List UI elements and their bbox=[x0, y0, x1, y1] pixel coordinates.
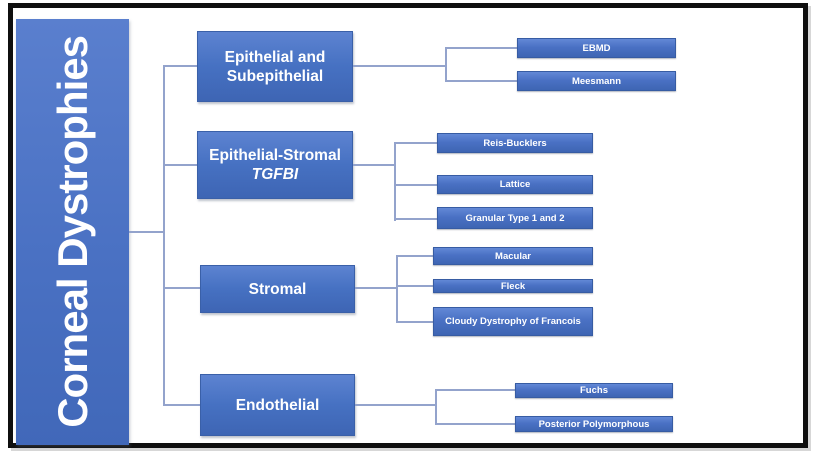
connector-to-posterior-polymorphous bbox=[435, 423, 515, 425]
connector-to-lattice bbox=[394, 184, 437, 186]
connector-trunk-to-category-3 bbox=[163, 287, 201, 289]
child-node-label: Reis-Bucklers bbox=[483, 137, 547, 149]
category-label-line1: Endothelial bbox=[235, 396, 320, 414]
child-node-cloudy-dystrophy-of-francois: Cloudy Dystrophy of Francois bbox=[433, 307, 593, 336]
child-node-reis-bucklers: Reis-Bucklers bbox=[437, 133, 593, 153]
connector-to-granular bbox=[394, 218, 437, 220]
child-node-fleck: Fleck bbox=[433, 279, 593, 293]
child-node-posterior-polymorphous: Posterior Polymorphous bbox=[515, 416, 673, 432]
connector-trunk-vertical bbox=[163, 65, 165, 406]
connector-trunk-to-category-1 bbox=[163, 65, 198, 67]
category-label-line1: Stromal bbox=[248, 280, 307, 298]
child-node-label: Posterior Polymorphous bbox=[538, 418, 650, 430]
child-node-ebmd: EBMD bbox=[517, 38, 676, 58]
connector-root-to-trunk bbox=[129, 231, 165, 233]
category-label-line1: Epithelial-Stromal bbox=[209, 147, 341, 164]
category-label-line2: TGFBI bbox=[251, 166, 299, 183]
connector-category-4-branch bbox=[355, 404, 437, 406]
connector-to-macular bbox=[396, 255, 433, 257]
child-node-macular: Macular bbox=[433, 247, 593, 265]
root-node-corneal-dystrophies: Corneal Dystrophies bbox=[16, 19, 129, 445]
child-node-fuchs: Fuchs bbox=[515, 383, 673, 398]
child-node-label: Meesmann bbox=[571, 75, 622, 87]
child-node-label: Macular bbox=[495, 250, 531, 262]
connector-category-1-branch bbox=[353, 65, 446, 67]
connector-category-2-bracket bbox=[394, 142, 396, 221]
connector-category-1-bracket bbox=[445, 47, 447, 82]
category-label-line1: Epithelial and bbox=[224, 48, 326, 66]
connector-category-3-branch bbox=[355, 287, 398, 289]
child-node-label: Fuchs bbox=[580, 385, 608, 396]
connector-to-cloudy bbox=[396, 321, 433, 323]
child-node-label: EBMD bbox=[582, 42, 611, 54]
connector-to-meesmann bbox=[445, 80, 517, 82]
child-node-label: Lattice bbox=[499, 179, 531, 190]
root-node-label: Corneal Dystrophies bbox=[48, 36, 96, 428]
connector-trunk-to-category-2 bbox=[163, 164, 198, 166]
category-label-line2: Subepithelial bbox=[226, 67, 324, 85]
child-node-meesmann: Meesmann bbox=[517, 71, 676, 91]
connector-trunk-to-category-4 bbox=[163, 404, 201, 406]
connector-to-reis-bucklers bbox=[394, 142, 437, 144]
child-node-granular-type-1-and-2: Granular Type 1 and 2 bbox=[437, 207, 593, 229]
child-node-lattice: Lattice bbox=[437, 175, 593, 194]
connector-to-fleck bbox=[396, 285, 433, 287]
connector-category-3-bracket bbox=[396, 255, 398, 323]
category-node-endothelial: Endothelial bbox=[200, 374, 355, 436]
category-node-epithelial-and-subepithelial: Epithelial and Subepithelial bbox=[197, 31, 353, 102]
connector-category-4-bracket bbox=[435, 389, 437, 425]
category-node-stromal: Stromal bbox=[200, 265, 355, 313]
child-node-label: Granular Type 1 and 2 bbox=[465, 212, 565, 224]
child-node-label: Fleck bbox=[500, 280, 526, 292]
connector-to-fuchs bbox=[435, 389, 515, 391]
category-node-epithelial-stromal-tgfbi: Epithelial-Stromal TGFBI bbox=[197, 131, 353, 199]
connector-category-2-branch bbox=[353, 164, 396, 166]
connector-to-ebmd bbox=[445, 47, 517, 49]
child-node-label: Cloudy Dystrophy of Francois bbox=[445, 316, 581, 327]
